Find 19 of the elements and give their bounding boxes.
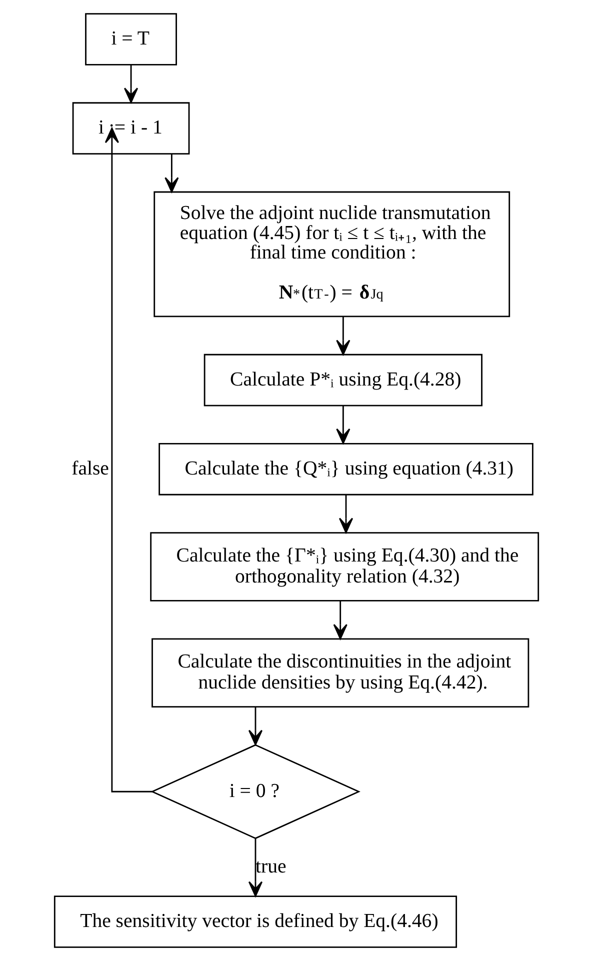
edge-label: true bbox=[254, 856, 286, 878]
node-box: Calculate P*ᵢ using Eq.(4.28) bbox=[203, 354, 482, 406]
arrow bbox=[338, 494, 353, 534]
arrow bbox=[104, 128, 152, 792]
node-box: Calculate the {Q*ᵢ} using equation (4.31) bbox=[158, 443, 533, 496]
arrow bbox=[164, 154, 178, 193]
node-diamond: i = 0 ? bbox=[150, 744, 360, 840]
node-box: i = T bbox=[84, 13, 176, 66]
edge-label: false bbox=[71, 457, 108, 480]
node-box: Solve the adjoint nuclide transmutation equation (4.45) for tᵢ ≤ t ≤ tᵢ₊₁, with the final time condition : N*(tT-) = δJq bbox=[153, 191, 510, 318]
arrow bbox=[336, 316, 350, 356]
node-box: Calculate the {Γ*ᵢ} using Eq.(4.30) and the orthogonality relation (4.32) bbox=[150, 532, 539, 602]
arrow bbox=[336, 406, 350, 444]
node-box: Calculate the discontinuities in the adjoint nuclide densities by using Eq.(4.42). bbox=[151, 638, 529, 708]
node-box: The sensitivity vector is defined by Eq.(4.46) bbox=[53, 896, 457, 948]
arrow bbox=[332, 600, 347, 640]
arrow bbox=[248, 838, 262, 897]
arrow bbox=[123, 65, 138, 104]
arrow bbox=[248, 707, 262, 746]
